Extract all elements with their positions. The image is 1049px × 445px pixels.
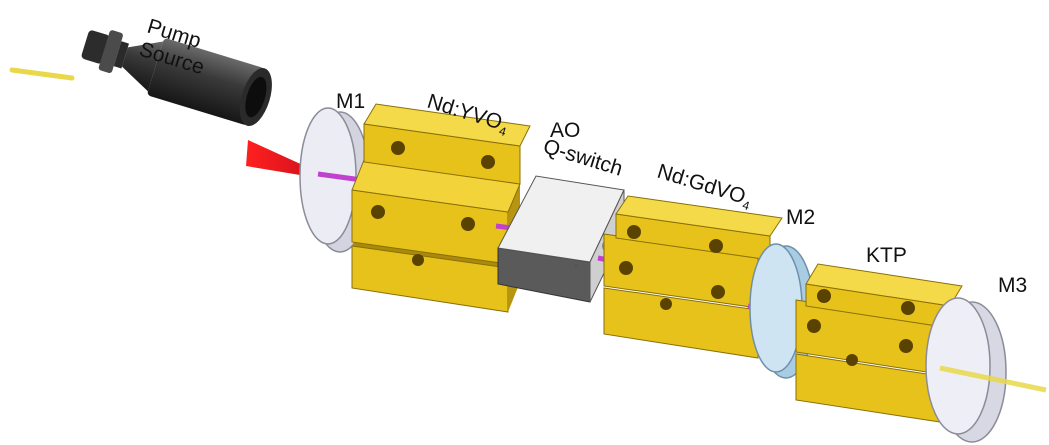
intracavity-beam-1 — [317, 171, 363, 183]
input-fiber — [9, 67, 75, 81]
m2-label: M2 — [786, 206, 815, 229]
ktp-mount — [795, 263, 963, 423]
ao-label-line2: Q-switch — [541, 135, 626, 181]
ao-label-line1: AO — [550, 119, 580, 142]
mirror-m3 — [925, 297, 1007, 443]
m1-label: M1 — [336, 90, 365, 113]
pump-source — [81, 30, 272, 127]
ktp-label: KTP — [866, 244, 907, 267]
nd-yvo4-mount — [351, 103, 531, 313]
m3-label: M3 — [998, 274, 1027, 297]
output-beam — [939, 365, 1047, 393]
